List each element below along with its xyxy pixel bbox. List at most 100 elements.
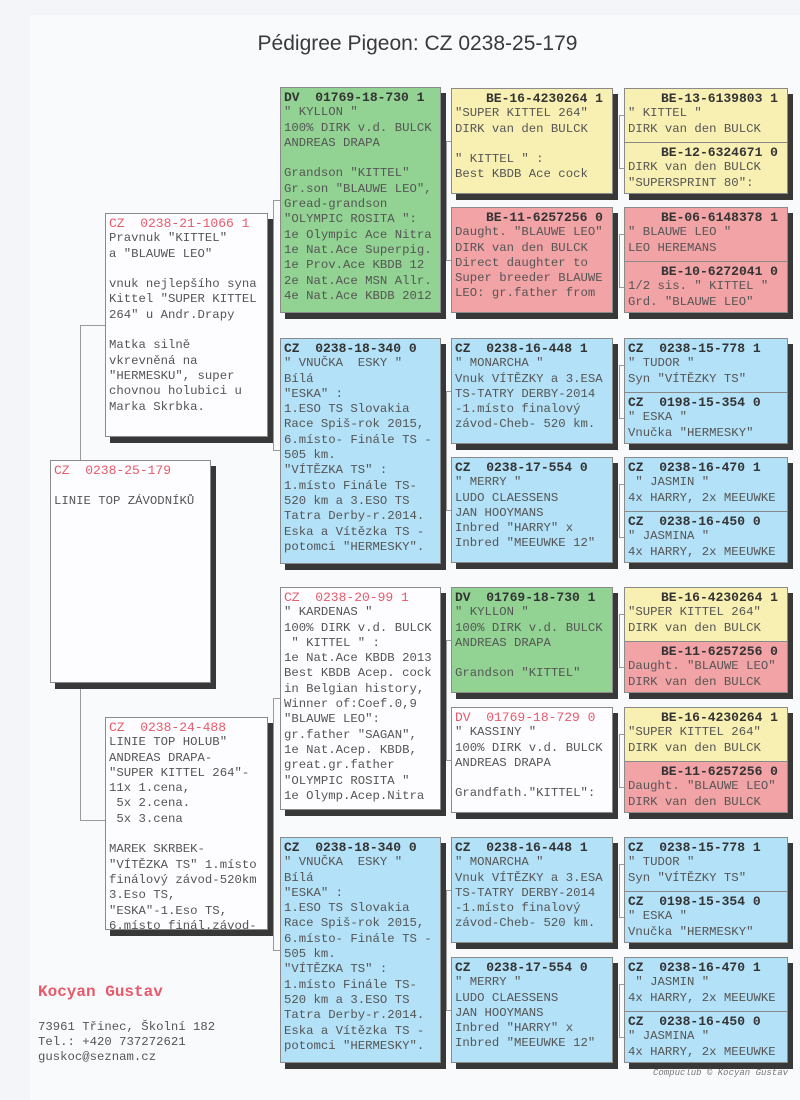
pedigree-text-line: 1.místo Finále TS-: [284, 977, 417, 992]
ring-number: CZ 0238-17-554 0: [455, 960, 588, 975]
pedigree-text-line: "OLYMPIC ROSITA ":: [284, 212, 417, 227]
ring-number: CZ 0238-16-448 1: [455, 840, 588, 855]
great-great-grandparent-card[interactable]: BE-16-4230264 1"SUPER KITTEL 264"DIRK va…: [625, 588, 787, 641]
connector-line: [273, 200, 274, 450]
pedigree-text-line: Vnučka "HERMESKY": [628, 425, 754, 440]
breeder-address: 73961 Třinec, Školní 182: [38, 1020, 216, 1034]
pedigree-text-line: vnuk nejlepšího syna: [109, 277, 257, 292]
pedigree-text-line: 264" u Andr.Drapy: [109, 307, 235, 322]
ring-number: CZ 0238-17-554 0: [455, 460, 588, 475]
pedigree-text-line: great.gr.father: [284, 758, 395, 773]
great-grandparent-card[interactable]: DV 01769-18-730 1" KYLLON "100% DIRK v.d…: [451, 587, 613, 693]
great-great-grandparent-card[interactable]: CZ 0238-15-778 1" TUDOR "Syn "VÍTĚZKY TS…: [625, 339, 787, 392]
pedigree-text-line: 6.místo finál.závod-: [109, 918, 257, 930]
connector-line: [446, 391, 447, 510]
pedigree-text-line: 100% DIRK v.d. BULCK: [455, 740, 603, 755]
pedigree-text-line: LEO: gr.father from: [455, 286, 596, 301]
grandparent-card[interactable]: CZ 0238-18-340 0" VNUČKA ESKY "Bílá"ESKA…: [280, 837, 441, 1063]
pedigree-text-line: ANDREAS DRAPA: [284, 135, 380, 150]
connector-line: [619, 614, 624, 615]
pedigree-text-line: Gread-grandson: [284, 197, 388, 212]
pedigree-text-line: Race Spiš-rok 2015,: [284, 417, 425, 432]
connector-line: [619, 787, 624, 788]
pedigree-text-line: "SUPER KITTEL 264": [628, 725, 761, 740]
great-great-grandparent-card[interactable]: BE-13-6139803 1" KITTEL "DIRK van den BU…: [625, 89, 787, 142]
grandparent-card[interactable]: CZ 0238-20-99 1" KARDENAS "100% DIRK v.d…: [280, 587, 441, 810]
pedigree-text-line: DIRK van den BULCK: [628, 620, 761, 635]
great-great-grandparent-card[interactable]: BE-06-6148378 1" BLAUWE LEO "LEO HEREMAN…: [625, 208, 787, 261]
great-great-grandparent-card[interactable]: CZ 0198-15-354 0" ESKA "Vnučka "HERMESKY…: [625, 891, 787, 942]
pedigree-text-line: [455, 137, 609, 152]
pedigree-text-line: "VÍTĚZKA TS" :: [284, 463, 388, 478]
pedigree-text-line: finálový závod-520km: [109, 872, 257, 887]
pedigree-text-line: [54, 478, 207, 493]
connector-line: [446, 141, 447, 260]
subject-pigeon-card[interactable]: CZ 0238-25-179 LINIE TOP ZÁVODNÍKŮ: [50, 460, 211, 683]
great-great-grandparent-card[interactable]: CZ 0238-16-470 1 " JASMIN "4x HARRY, 2x …: [625, 458, 787, 511]
great-great-grandparent-card[interactable]: CZ 0238-16-470 1 " JASMIN "4x HARRY, 2x …: [625, 958, 787, 1011]
pedigree-text-line: 6.místo- Finále TS -: [284, 432, 432, 447]
great-grandparent-card[interactable]: CZ 0238-16-448 1" MONARCHA "Vnuk VÍTĚZKY…: [451, 338, 613, 444]
pedigree-text-line: 5x 3.cena: [109, 811, 183, 826]
pedigree-text-line: TS-TATRY DERBY-2014: [455, 885, 596, 900]
page-title: Pédigree Pigeon: CZ 0238-25-179: [257, 32, 578, 55]
ring-number: CZ 0198-15-354 0: [628, 395, 761, 410]
pedigree-text-line: závod-Cheb- 520 km.: [455, 417, 596, 432]
connector-line: [273, 450, 280, 451]
pedigree-text-line: " JASMINA ": [628, 1029, 710, 1044]
connector-line: [446, 1010, 451, 1011]
pedigree-text-line: Vnučka "HERMESKY": [628, 924, 754, 939]
great-grandparent-card[interactable]: DV 01769-18-729 0" KASSINY "100% DIRK v.…: [451, 707, 613, 813]
ring-number: CZ 0238-24-488: [109, 720, 227, 735]
pedigree-text-line: 1e Prov.Ace KBDB 12: [284, 258, 425, 273]
great-great-grandparents-pair: CZ 0238-15-778 1" TUDOR "Syn "VÍTĚZKY TS…: [624, 338, 788, 444]
pedigree-text-line: LEO HEREMANS: [628, 240, 717, 255]
pedigree-text-line: [284, 151, 437, 166]
ring-number: BE-12-6324671 0: [660, 145, 778, 160]
pedigree-text-line: 1e Nat.Acep. KBDB,: [284, 742, 417, 757]
connector-line: [619, 984, 620, 1037]
pedigree-text-line: "BLAUWE LEO":: [284, 712, 380, 727]
pedigree-text-line: Syn "VÍTĚZKY TS": [628, 371, 747, 386]
great-great-grandparent-card[interactable]: CZ 0238-16-450 0" JASMINA "4x HARRY, 2x …: [625, 1011, 787, 1062]
ring-number: CZ 0238-15-778 1: [628, 840, 761, 855]
pedigree-text-line: "VÍTĚZKA TS" :: [284, 962, 388, 977]
pedigree-text-line: LINIE TOP ZÁVODNÍKŮ: [54, 493, 195, 508]
connector-line: [446, 760, 451, 761]
pedigree-text-line: DIRK van den BULCK: [628, 740, 761, 755]
pedigree-text-line: " ESKA ": [628, 909, 688, 924]
pedigree-text-line: 100% DIRK v.d. BULCK: [455, 620, 603, 635]
great-grandparent-card[interactable]: CZ 0238-16-448 1" MONARCHA "Vnuk VÍTĚZKY…: [451, 837, 613, 943]
great-great-grandparent-card[interactable]: CZ 0238-15-778 1" TUDOR "Syn "VÍTĚZKY TS…: [625, 838, 787, 891]
pedigree-text-line: 505 km.: [284, 947, 336, 962]
great-great-grandparent-card[interactable]: CZ 0238-16-450 0" JASMINA "4x HARRY, 2x …: [625, 511, 787, 562]
great-great-grandparent-card[interactable]: CZ 0198-15-354 0" ESKA "Vnučka "HERMESKY…: [625, 392, 787, 443]
connector-line: [446, 890, 447, 1010]
pedigree-text-line: Super breeder BLAUWE: [455, 271, 603, 286]
pedigree-text-line: Race Spiš-rok 2015,: [284, 916, 425, 931]
pedigree-text-line: LUDO CLAESSENS: [455, 490, 559, 505]
grandparent-card[interactable]: CZ 0238-18-340 0" VNUČKA ESKY "Bílá"ESKA…: [280, 338, 441, 564]
pedigree-text-line: 4e Nat.Ace KBDB 2012: [284, 288, 432, 303]
great-grandparent-card[interactable]: BE-16-4230264 1"SUPER KITTEL 264"DIRK va…: [451, 88, 613, 194]
breeder-email[interactable]: guskoc@seznam.cz: [38, 1050, 157, 1064]
pedigree-text-line: [455, 651, 609, 666]
pedigree-text-line: " VNUČKA ESKY ": [284, 855, 403, 870]
grandparent-card[interactable]: DV 01769-18-730 1" KYLLON "100% DIRK v.d…: [280, 87, 441, 313]
great-great-grandparent-card[interactable]: BE-16-4230264 1"SUPER KITTEL 264"DIRK va…: [625, 708, 787, 761]
ring-number: BE-06-6148378 1: [660, 210, 778, 225]
pedigree-text-line: 1e Nat.Ace KBDB 2013: [284, 651, 432, 666]
pedigree-text-line: " KYLLON ": [455, 605, 529, 620]
pedigree-text-line: JAN HOOYMANS: [455, 1005, 544, 1020]
connector-line: [446, 260, 451, 261]
connector-line: [619, 287, 624, 288]
